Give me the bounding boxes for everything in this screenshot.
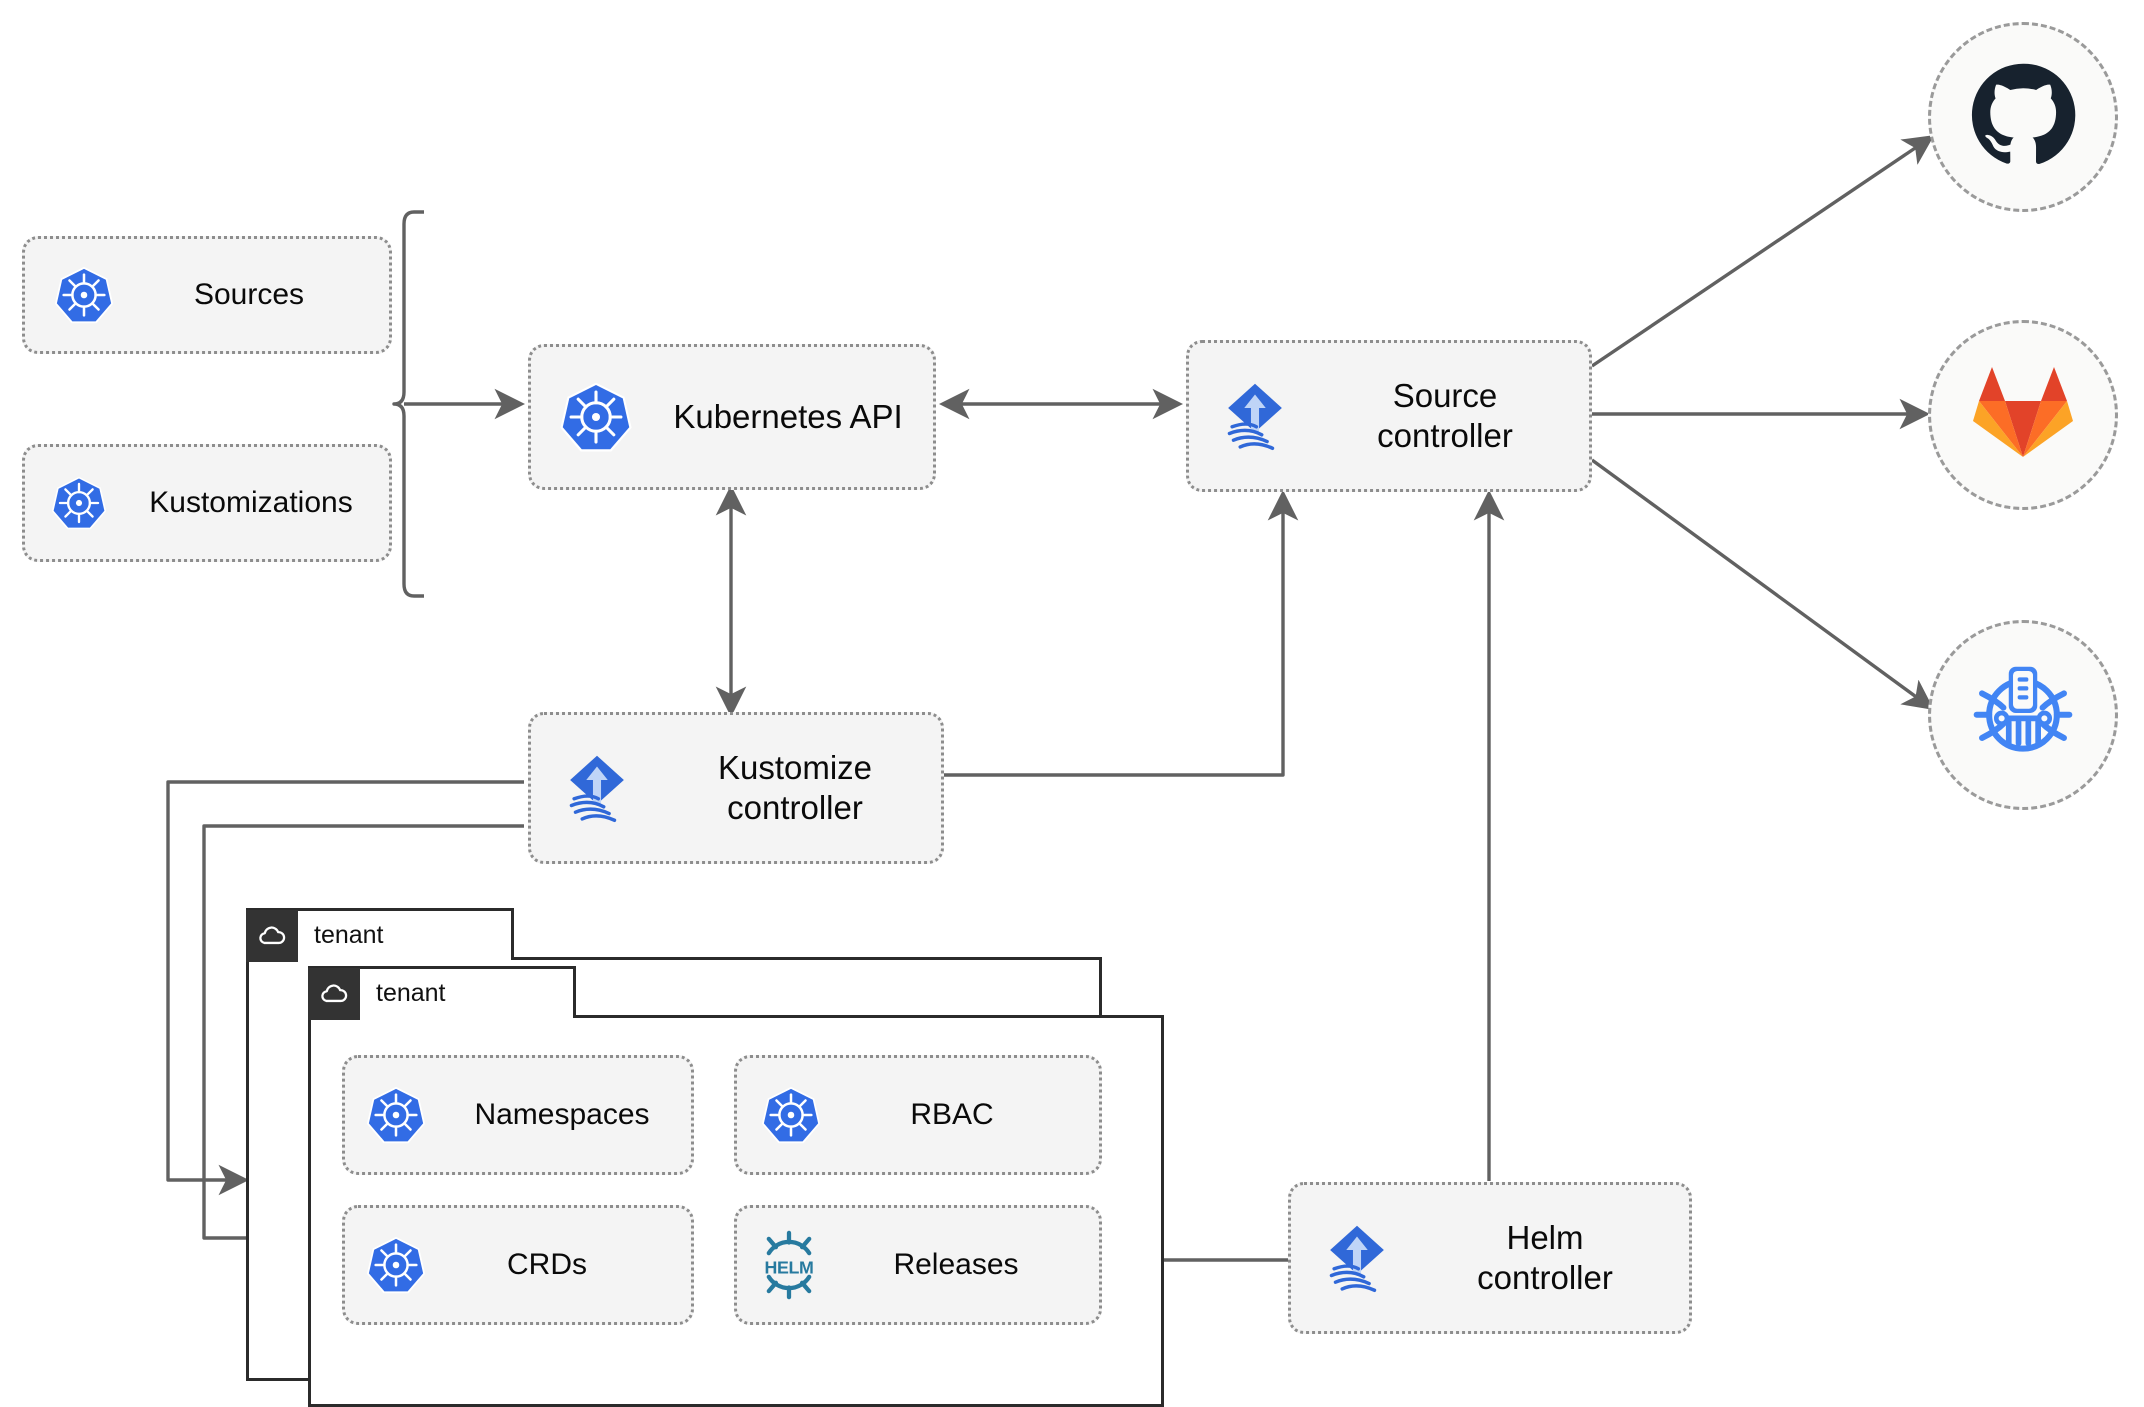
kubernetes-icon: [345, 1234, 447, 1296]
tenant-label: tenant: [376, 979, 446, 1007]
flux-icon: [1189, 373, 1321, 459]
provider-bucket[interactable]: [1928, 620, 2118, 810]
flux-icon: [1291, 1215, 1423, 1301]
kubernetes-icon: [737, 1084, 845, 1146]
kubernetes-icon: [531, 379, 661, 455]
node-kustomizations[interactable]: Kustomizations: [22, 444, 392, 562]
gitlab-icon: [1973, 365, 2073, 466]
tenant-tab-1: tenant: [246, 908, 514, 962]
node-namespaces[interactable]: Namespaces: [342, 1055, 694, 1175]
tenant-tab-2: tenant: [308, 966, 576, 1020]
tenant-label: tenant: [314, 921, 384, 949]
kubernetes-icon: [345, 1084, 447, 1146]
provider-gitlab[interactable]: [1928, 320, 2118, 510]
cloud-icon: [246, 909, 298, 962]
brace-inputs: [392, 210, 424, 598]
node-label: Source controller: [1377, 376, 1513, 454]
node-label: CRDs: [507, 1247, 587, 1281]
node-source-controller[interactable]: Source controller: [1186, 340, 1592, 492]
node-kustomize-controller[interactable]: Kustomize controller: [528, 712, 944, 864]
node-label: Helm controller: [1477, 1218, 1613, 1296]
wire-source-to-github: [1591, 135, 1935, 368]
svg-text:HELM: HELM: [765, 1257, 814, 1277]
flux-icon: [531, 745, 663, 831]
kubernetes-icon: [25, 264, 143, 326]
node-label: Kustomize controller: [717, 748, 873, 826]
node-label: Namespaces: [474, 1097, 650, 1131]
node-label: Kustomizations: [149, 485, 353, 519]
wire-kustomize-to-source-controller: [944, 489, 1299, 777]
kubernetes-icon: [25, 474, 133, 532]
bucket-icon: [1966, 656, 2080, 775]
node-rbac[interactable]: RBAC: [734, 1055, 1102, 1175]
node-label: RBAC: [910, 1097, 994, 1131]
node-label: Kubernetes API: [673, 397, 903, 435]
helm-icon: HELM: [737, 1227, 841, 1303]
node-crds[interactable]: CRDs: [342, 1205, 694, 1325]
provider-github[interactable]: [1928, 22, 2118, 212]
node-sources[interactable]: Sources: [22, 236, 392, 354]
node-helm-controller[interactable]: Helm controller: [1288, 1182, 1692, 1334]
wire-source-to-bucket: [1590, 458, 1935, 711]
github-icon: [1969, 61, 2077, 174]
node-label: Releases: [893, 1247, 1019, 1281]
node-label: Sources: [193, 277, 305, 311]
node-kubernetes-api[interactable]: Kubernetes API: [528, 344, 936, 490]
node-releases[interactable]: HELM Releases: [734, 1205, 1102, 1325]
cloud-icon: [308, 967, 360, 1020]
